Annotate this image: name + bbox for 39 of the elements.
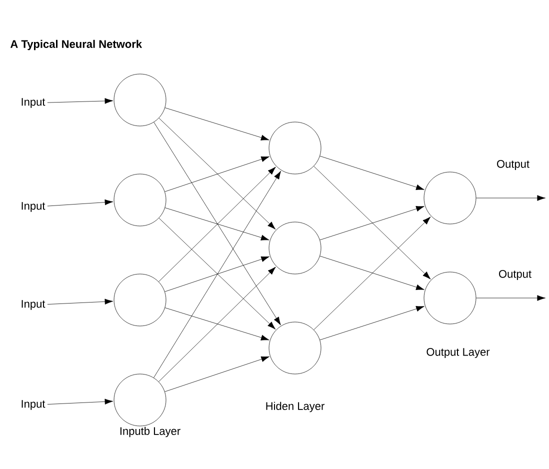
arrow — [164, 108, 270, 140]
arrow — [164, 156, 270, 192]
arrow — [314, 166, 431, 280]
arrow — [164, 256, 270, 292]
title: A Typical Neural Network — [10, 40, 142, 50]
arrow — [476, 195, 546, 201]
arrow — [154, 170, 281, 378]
arrow — [476, 295, 546, 301]
arrow — [47, 298, 114, 305]
neuron-circle — [114, 174, 166, 226]
arrow — [158, 166, 276, 282]
arrow — [158, 266, 276, 382]
neuron-circle — [268, 122, 322, 174]
input-label: Input — [22, 98, 46, 108]
neuron-circle — [268, 322, 322, 374]
arrow — [154, 122, 281, 326]
arrow — [164, 208, 270, 240]
neuron-circle — [268, 222, 322, 274]
arrow — [47, 98, 114, 104]
arrow — [158, 218, 276, 330]
input-label: Input — [22, 300, 46, 310]
arrow — [320, 256, 424, 290]
arrow — [320, 306, 424, 340]
layer-label: Output Layer — [426, 348, 490, 358]
neuron-circle — [424, 272, 476, 324]
arrow — [164, 356, 270, 392]
neuron-circle — [424, 172, 476, 224]
arrow — [47, 199, 114, 206]
arrow — [320, 156, 424, 190]
neuron-circle — [114, 274, 166, 326]
arrow — [47, 398, 114, 405]
neuron-circle — [114, 374, 166, 426]
input-label: Input — [22, 202, 46, 212]
arrow — [314, 216, 431, 330]
input-label: Input — [22, 400, 46, 410]
arrow — [158, 118, 276, 230]
arrow — [164, 308, 270, 340]
arrow — [320, 206, 424, 240]
neuron-circle — [114, 74, 166, 126]
